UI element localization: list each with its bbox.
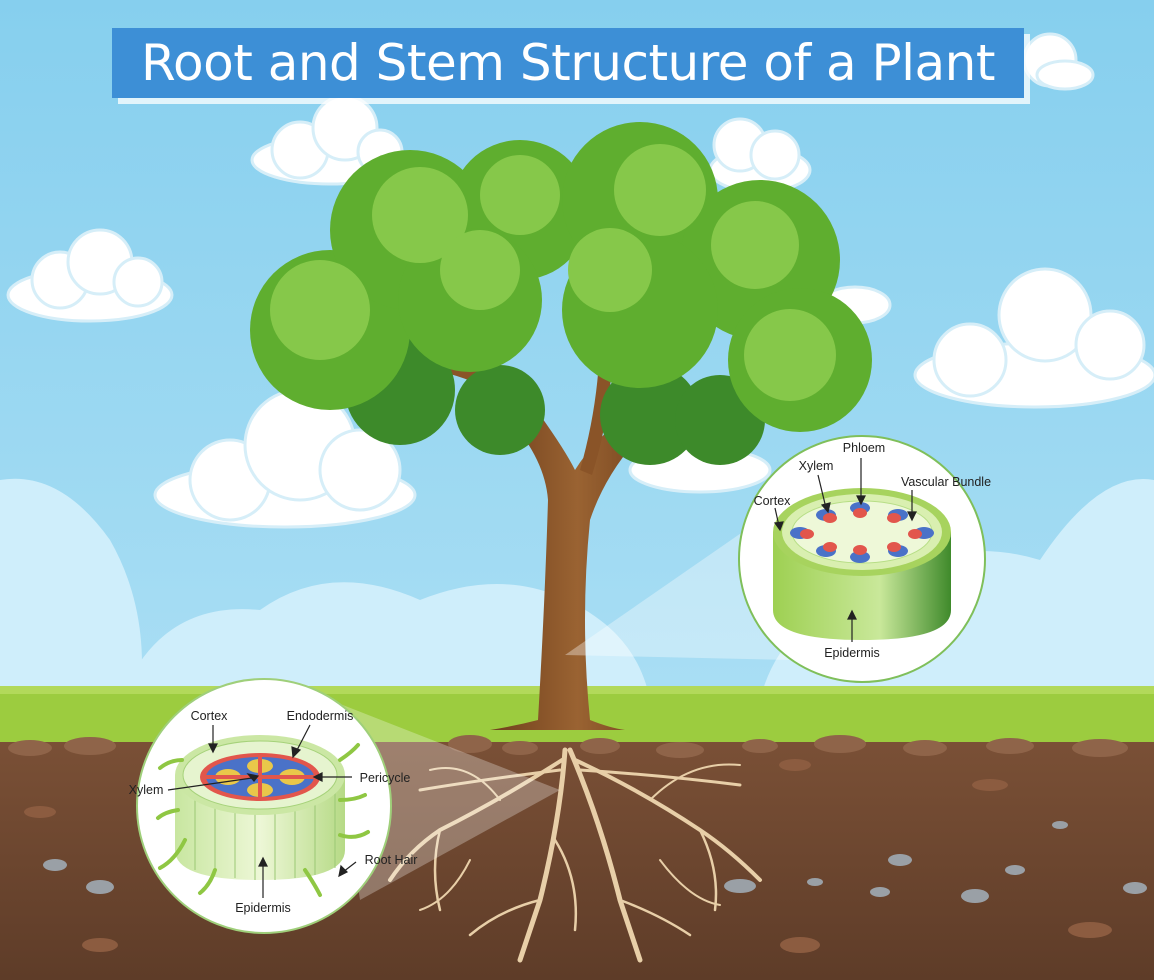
soil-pebbles	[24, 759, 1147, 953]
root-label-endodermis: Endodermis	[287, 709, 354, 723]
page-title: Root and Stem Structure of a Plant	[141, 34, 995, 92]
tree-roots	[388, 747, 762, 963]
stem-label-vascular-bundle: Vascular Bundle	[901, 475, 991, 489]
stem-label-xylem: Xylem	[799, 459, 834, 473]
stem-leader-lines	[773, 458, 917, 642]
cloud-title-right	[1022, 32, 1095, 91]
root-leader-lines	[167, 724, 357, 898]
title-banner: Root and Stem Structure of a Plant	[112, 28, 1024, 98]
root-label-cortex: Cortex	[191, 709, 229, 723]
cloud-right	[913, 267, 1154, 409]
root-label-root-hair: Root Hair	[365, 853, 418, 867]
root-cross-section-callout: Cortex Endodermis Xylem Pericycle Root H…	[129, 678, 418, 934]
stem-label-cortex: Cortex	[754, 494, 792, 508]
topsoil-stones	[8, 735, 1128, 758]
root-label-pericycle: Pericycle	[360, 771, 411, 785]
root-label-xylem: Xylem	[129, 783, 164, 797]
stem-callout-beam	[565, 520, 790, 660]
cloud-left	[6, 228, 174, 323]
root-label-epidermis: Epidermis	[235, 901, 291, 915]
stem-cross-section-callout: Phloem Xylem Vascular Bundle Cortex Epid…	[738, 435, 991, 683]
root-callout-beam	[330, 700, 560, 900]
root-hairs	[156, 743, 370, 897]
stem-label-epidermis: Epidermis	[824, 646, 880, 660]
stem-vascular-bundles	[790, 502, 934, 563]
clouds	[6, 32, 1154, 529]
stem-label-phloem: Phloem	[843, 441, 885, 455]
cloud-mid-left	[153, 388, 417, 529]
tree-foliage	[250, 122, 872, 465]
